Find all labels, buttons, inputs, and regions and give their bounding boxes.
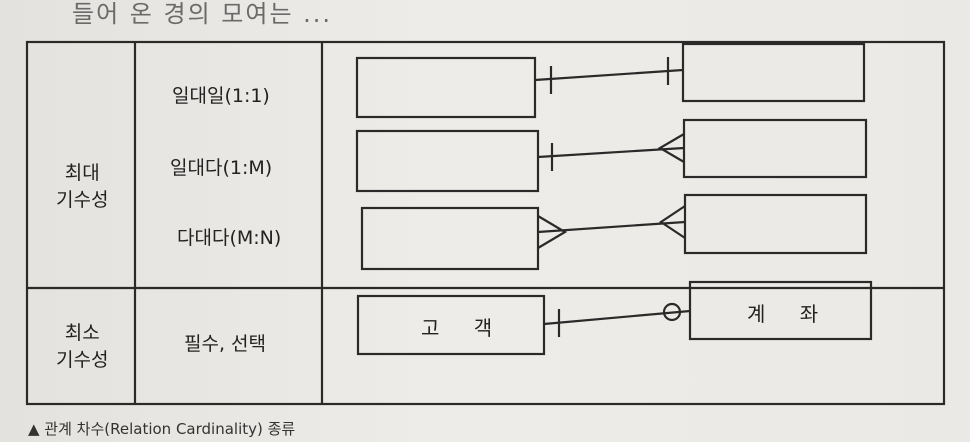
many-to-many-label: 다대다(M:N) (177, 227, 282, 249)
entity-box-3b (683, 193, 868, 255)
account-entity-label: 계 좌 (747, 302, 833, 326)
top-text-fragment: 들어 온 경의 모여는 ... (72, 0, 333, 28)
table-border (25, 40, 946, 406)
entity-box-1a (355, 56, 537, 119)
optional-circle-mark (662, 302, 682, 322)
entity-box-2b (682, 118, 868, 179)
entity-box-account (688, 280, 873, 341)
one-to-many-label: 일대다(1:M) (170, 157, 273, 179)
entity-box-3a (360, 206, 540, 271)
entity-box-2a (355, 129, 540, 193)
relation-line-4 (543, 309, 691, 326)
one-to-one-label: 일대일(1:1) (172, 85, 270, 107)
entity-box-1b (681, 42, 866, 103)
figure-caption: ▲ 관계 차수(Relation Cardinality) 종류 (28, 420, 296, 438)
customer-entity-label: 고 객 (421, 316, 507, 340)
crow-foot-mark (659, 205, 686, 239)
max-cardinality-label: 최대 기수성 (56, 162, 109, 211)
entity-box-customer (356, 294, 546, 356)
mandatory-optional-label: 필수, 선택 (184, 333, 266, 355)
crow-foot-mark (537, 215, 568, 249)
relation-line-2 (537, 146, 685, 159)
min-cardinality-label: 최소 기수성 (56, 322, 109, 371)
relation-line-1 (534, 68, 684, 82)
crow-foot-mark (657, 133, 685, 163)
